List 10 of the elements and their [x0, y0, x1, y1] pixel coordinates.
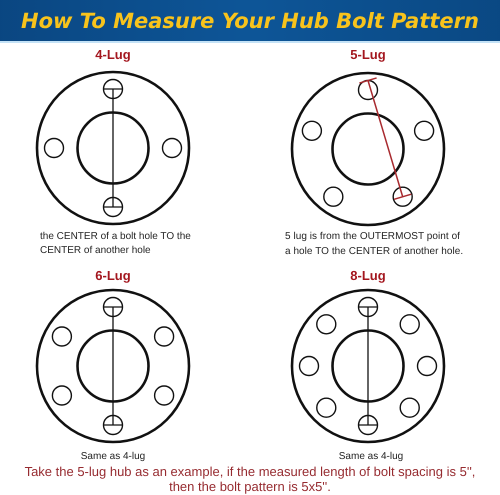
hub-description: Same as 4-lug [338, 451, 404, 463]
hub-heading: 8-Lug [350, 268, 386, 282]
hub-description: 5 lug is from the OUTERMOST point of a hole TO the CENTER of another hole. [285, 230, 464, 258]
page-title: How To Measure Your Hub Bolt Pattern [21, 8, 479, 34]
hub-heading: 5-Lug [350, 46, 386, 62]
hub-description: Same as 4-lug [80, 451, 146, 463]
caption-text: Take the 5-lug hub as an example, if the measured length of bolt spacing is 5'', then the bolt pattern is 5x5''. [24, 464, 476, 494]
hub-description: the CENTER of a bolt hole TO the CENTER of another hole [40, 230, 192, 257]
hub-heading: 6-Lug [95, 268, 131, 282]
hub-heading: 4-Lug [95, 46, 131, 62]
